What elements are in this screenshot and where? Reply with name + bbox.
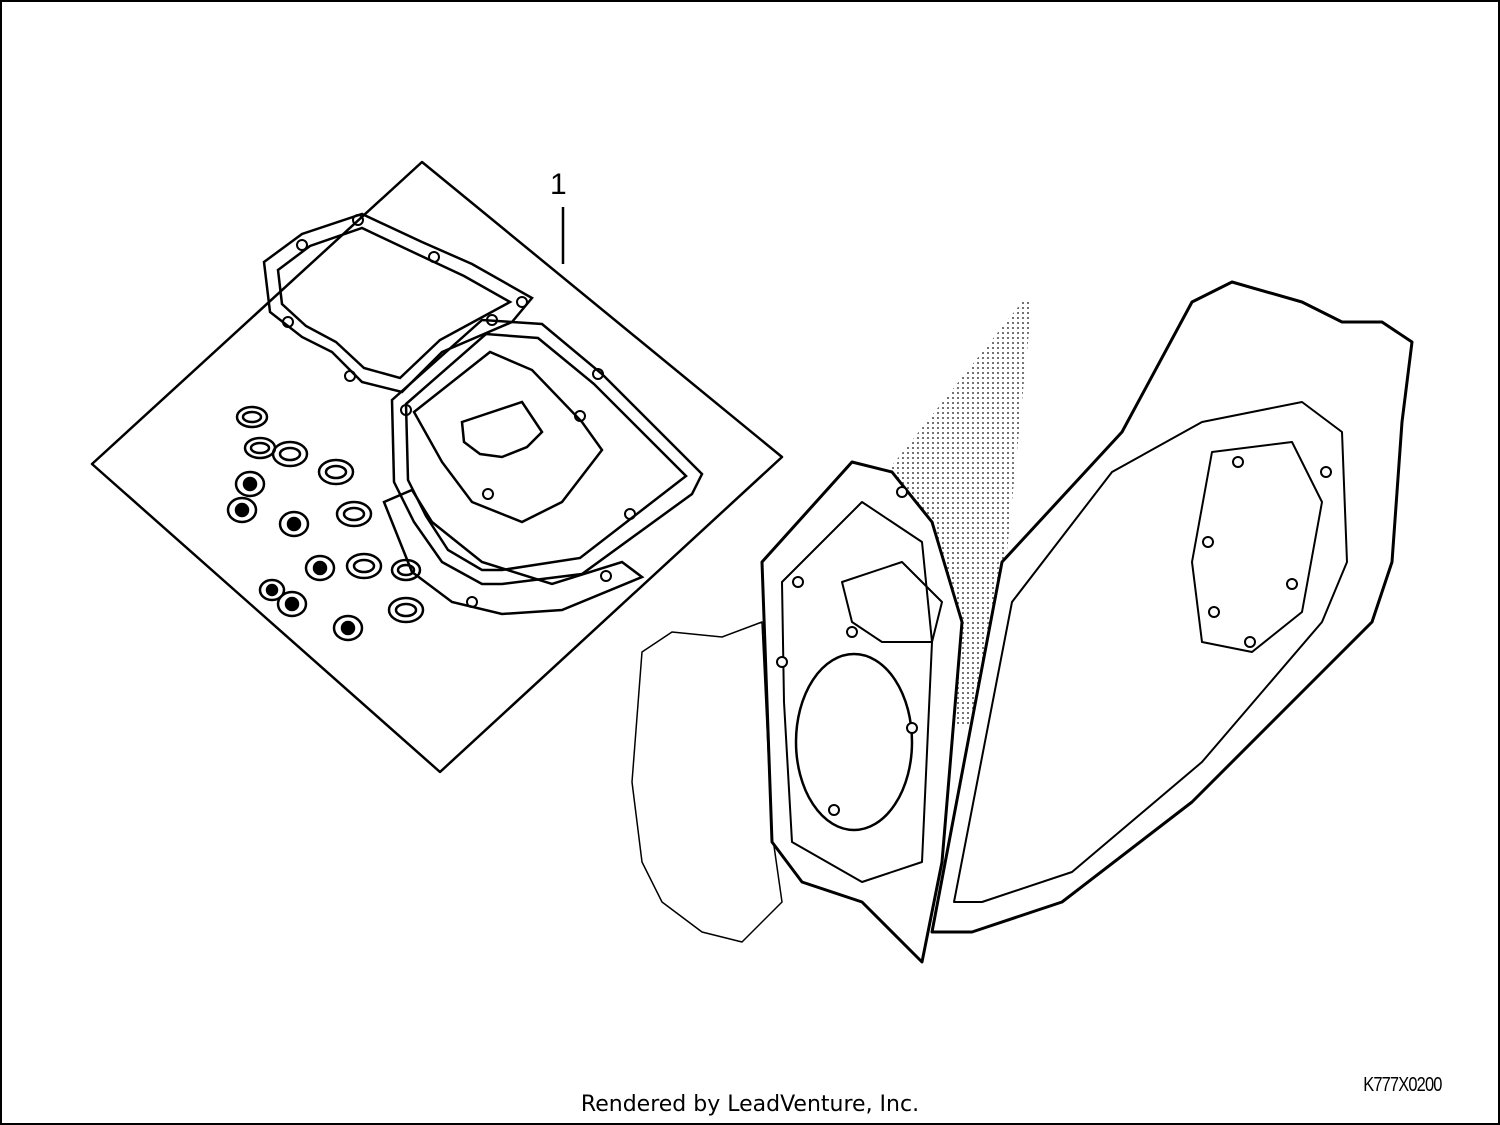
diagram-code: K777X0200 — [1363, 1074, 1443, 1096]
gasket-kit[interactable] — [90, 160, 784, 774]
frame-gasket — [390, 318, 704, 586]
cylinder-bore — [794, 652, 914, 832]
kit-sheet-outline — [90, 160, 784, 774]
drive-cover-gasket-line — [1191, 441, 1323, 653]
cylinder-block — [760, 460, 964, 964]
small-plate — [460, 400, 544, 459]
o-rings — [226, 405, 425, 642]
lower-gasket — [382, 488, 645, 616]
engine-crankcase[interactable] — [631, 280, 1414, 964]
render-credit: Rendered by LeadVenture, Inc. — [580, 1092, 920, 1117]
cover-gasket — [262, 212, 534, 394]
engine-left-silhouette — [631, 621, 783, 943]
drive-cover — [930, 280, 1414, 934]
callout-number: 1 — [550, 168, 567, 201]
inner-gasket — [412, 350, 604, 524]
